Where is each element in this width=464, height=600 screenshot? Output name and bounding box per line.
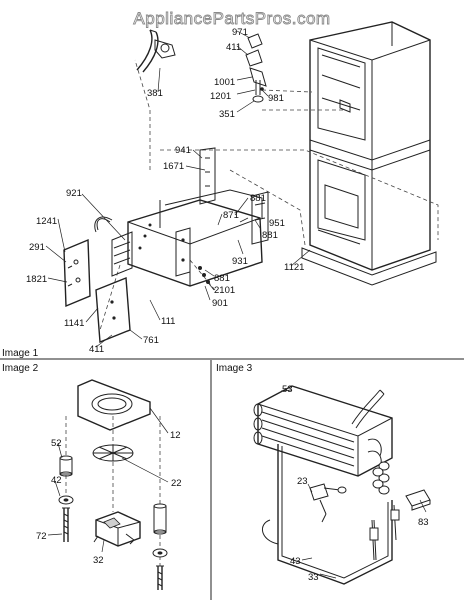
label-1671: 1671 <box>163 161 184 172</box>
label-411: 411 <box>226 42 241 53</box>
part-53-evaporator <box>253 385 393 495</box>
image1-labels: 971 411 1001 1201 981 351 381 941 1671 9… <box>26 27 304 355</box>
label-72: 72 <box>36 531 47 542</box>
part-52-grommet-right <box>153 503 167 535</box>
label-931: 931 <box>232 256 248 267</box>
label-12: 12 <box>170 430 181 441</box>
image1-drawing <box>45 21 439 348</box>
label-1001: 1001 <box>214 77 235 88</box>
evaporator-housing <box>94 147 269 287</box>
label-881-low: 881 <box>214 273 230 284</box>
label-23: 23 <box>297 476 308 487</box>
label-921: 921 <box>66 188 82 199</box>
label-881-mid: 881 <box>262 230 278 241</box>
part-83-clip <box>405 489 431 511</box>
left-panel-parts <box>63 238 91 308</box>
section-label-image3: Image 3 <box>216 363 253 374</box>
hinge-assembly <box>245 33 267 103</box>
label-351: 351 <box>219 109 235 120</box>
part-22-fan-blade <box>92 444 134 462</box>
label-42: 42 <box>51 475 62 486</box>
label-901: 901 <box>212 298 228 309</box>
part-381-tube <box>136 29 176 73</box>
part-32-fan-motor <box>93 511 141 547</box>
watermark: AppliancePartsPros.com <box>133 9 330 28</box>
label-1121: 1121 <box>284 262 304 273</box>
label-1821: 1821 <box>26 274 47 285</box>
label-971: 971 <box>232 27 248 38</box>
label-43: 43 <box>290 556 301 567</box>
label-881-top: 881 <box>250 193 266 204</box>
part-23-thermostat <box>309 483 347 523</box>
label-1241: 1241 <box>36 216 57 227</box>
label-291: 291 <box>29 242 45 253</box>
label-381: 381 <box>147 88 163 99</box>
image2-labels: 12 52 22 42 72 32 <box>36 430 182 566</box>
label-32: 32 <box>93 555 104 566</box>
part-42-washer <box>58 495 168 558</box>
section-label-image2: Image 2 <box>2 363 39 374</box>
label-22: 22 <box>171 478 182 489</box>
label-411-bottom: 411 <box>89 344 104 355</box>
section-label-image1: Image 1 <box>2 348 39 359</box>
label-33: 33 <box>308 572 319 583</box>
part-12-bracket <box>77 379 151 431</box>
label-2101: 2101 <box>214 285 235 296</box>
image3-labels: 53 23 83 43 33 <box>282 384 429 583</box>
part-72-screw <box>62 507 164 590</box>
image3-drawing <box>253 385 431 585</box>
label-761: 761 <box>143 335 159 346</box>
label-52: 52 <box>51 438 62 449</box>
image2-drawing <box>47 379 169 590</box>
label-1141: 1141 <box>64 318 84 329</box>
label-941: 941 <box>175 145 191 156</box>
label-981: 981 <box>268 93 284 104</box>
label-83: 83 <box>418 517 429 528</box>
label-871: 871 <box>223 210 239 221</box>
part-52-grommet-left <box>59 455 73 477</box>
label-951: 951 <box>269 218 285 229</box>
refrigerator-cabinet <box>301 21 437 286</box>
label-111: 111 <box>161 316 175 327</box>
label-53: 53 <box>282 384 293 395</box>
label-1201: 1201 <box>210 91 231 102</box>
